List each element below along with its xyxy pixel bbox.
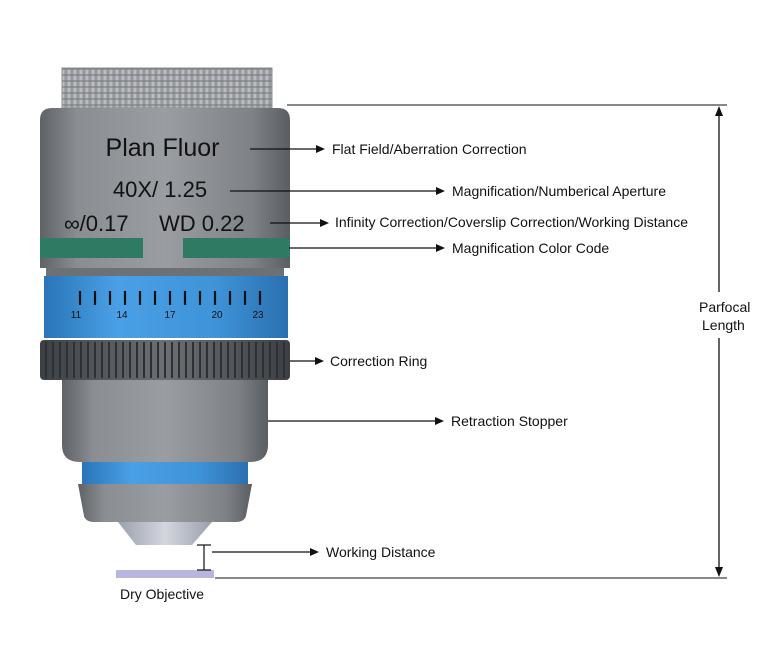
scale-label: 11 <box>70 310 82 321</box>
scale-label: 20 <box>211 310 223 321</box>
scale-label: 23 <box>252 310 264 321</box>
color-code-band-left <box>40 238 143 258</box>
correction-scale-ticks <box>78 291 262 305</box>
lower-blue-ring <box>82 462 248 484</box>
magnification-na-text: 40X/ 1.25 <box>112 177 208 202</box>
lower-barrel <box>62 380 268 462</box>
parfocal-arrow <box>715 106 723 577</box>
callout-arrows <box>212 145 445 556</box>
mounting-thread <box>61 67 273 109</box>
objective-name: Plan Fluor <box>105 134 220 162</box>
callout-color-code: Magnification Color Code <box>452 240 610 256</box>
wd-spec-text: WD 0.22 <box>159 211 245 236</box>
infinity-coverslip-text: ∞/0.17 <box>64 211 129 236</box>
callout-flat-field: Flat Field/Aberration Correction <box>332 141 527 157</box>
callout-retraction-stopper: Retraction Stopper <box>451 413 568 429</box>
specimen-slide <box>116 570 214 578</box>
correction-collar <box>44 276 288 338</box>
callout-infinity-coverslip-wd: Infinity Correction/Coverslip Correction… <box>335 214 688 230</box>
objective-nose <box>78 484 252 522</box>
scale-label: 17 <box>164 310 176 321</box>
parfocal-label-line1: Parfocal <box>697 299 753 315</box>
callout-correction-ring: Correction Ring <box>330 353 428 369</box>
parfocal-label-line2: Length <box>700 317 747 333</box>
knurl-pattern <box>45 342 285 378</box>
objective-barrel <box>40 108 290 268</box>
color-code-band-right <box>183 238 290 258</box>
working-distance-bracket <box>197 544 211 571</box>
front-lens <box>118 522 212 545</box>
scale-label: 14 <box>116 310 128 321</box>
specimen-label: Dry Objective <box>120 586 205 602</box>
callout-magnification-na: Magnification/Numberical Aperture <box>452 183 666 199</box>
callout-working-distance: Working Distance <box>326 544 436 560</box>
